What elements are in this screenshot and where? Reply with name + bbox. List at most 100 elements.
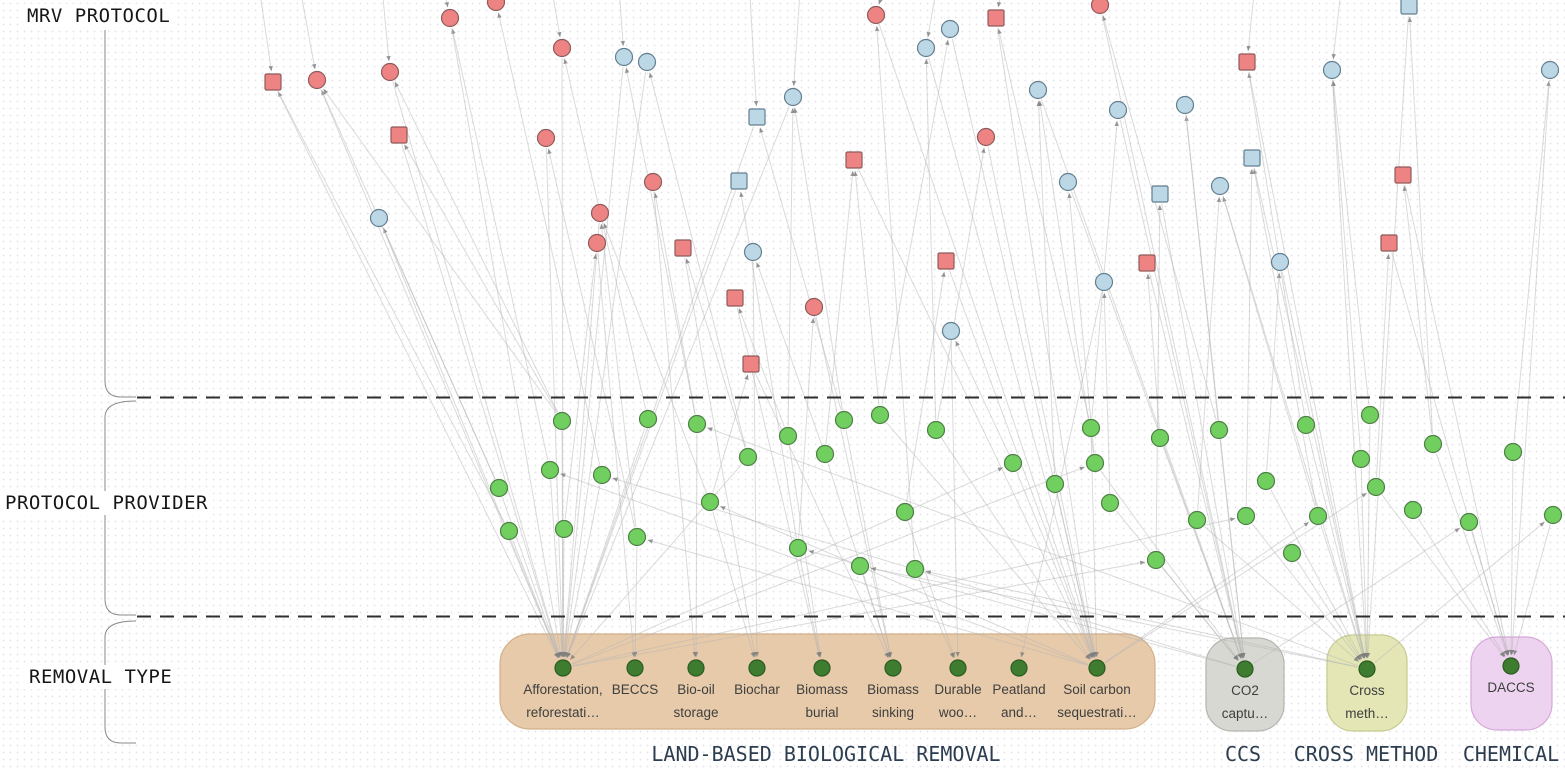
protocol-node-blue-circle[interactable] xyxy=(1322,60,1342,80)
protocol-node-blue-circle[interactable] xyxy=(916,38,936,58)
removal-node[interactable] xyxy=(1088,659,1106,677)
protocol-node-blue-circle[interactable] xyxy=(1094,272,1114,292)
protocol-node-red-circle[interactable] xyxy=(866,5,886,25)
provider-node[interactable] xyxy=(627,527,647,547)
provider-node[interactable] xyxy=(850,556,870,576)
protocol-node-red-circle[interactable] xyxy=(804,297,824,317)
protocol-node-blue-circle[interactable] xyxy=(614,47,634,67)
provider-node[interactable] xyxy=(1100,493,1120,513)
provider-node[interactable] xyxy=(489,478,509,498)
provider-node[interactable] xyxy=(905,559,925,579)
provider-node[interactable] xyxy=(1403,500,1423,520)
provider-node[interactable] xyxy=(1256,471,1276,491)
protocol-node-red-square[interactable] xyxy=(937,252,955,270)
protocol-node-blue-circle[interactable] xyxy=(369,208,389,228)
provider-node[interactable] xyxy=(552,411,572,431)
provider-node[interactable] xyxy=(1236,506,1256,526)
provider-node[interactable] xyxy=(554,519,574,539)
provider-node[interactable] xyxy=(1351,449,1371,469)
provider-node[interactable] xyxy=(1150,428,1170,448)
provider-node[interactable] xyxy=(895,502,915,522)
protocol-node-blue-circle[interactable] xyxy=(1210,176,1230,196)
provider-node[interactable] xyxy=(1085,453,1105,473)
provider-node[interactable] xyxy=(1423,434,1443,454)
protocol-node-red-circle[interactable] xyxy=(486,0,506,12)
provider-node[interactable] xyxy=(1308,506,1328,526)
provider-node[interactable] xyxy=(788,538,808,558)
protocol-node-red-square[interactable] xyxy=(1138,254,1156,272)
protocol-node-red-square[interactable] xyxy=(390,126,408,144)
removal-node[interactable] xyxy=(687,659,705,677)
provider-node[interactable] xyxy=(687,414,707,434)
provider-node[interactable] xyxy=(700,492,720,512)
removal-node[interactable] xyxy=(1358,660,1376,678)
provider-node[interactable] xyxy=(778,426,798,446)
protocol-node-blue-circle[interactable] xyxy=(1028,80,1048,100)
protocol-node-red-circle[interactable] xyxy=(643,172,663,192)
protocol-node-red-square[interactable] xyxy=(845,151,863,169)
provider-node[interactable] xyxy=(1045,474,1065,494)
protocol-node-red-square[interactable] xyxy=(726,289,744,307)
protocol-node-blue-circle[interactable] xyxy=(1058,172,1078,192)
protocol-node-blue-circle[interactable] xyxy=(783,87,803,107)
provider-node[interactable] xyxy=(1081,418,1101,438)
provider-node[interactable] xyxy=(1146,550,1166,570)
provider-node[interactable] xyxy=(834,410,854,430)
provider-node[interactable] xyxy=(1282,543,1302,563)
protocol-node-blue-square[interactable] xyxy=(1151,185,1169,203)
provider-node[interactable] xyxy=(540,460,560,480)
protocol-node-blue-square[interactable] xyxy=(1243,149,1261,167)
protocol-node-red-circle[interactable] xyxy=(976,127,996,147)
removal-node[interactable] xyxy=(554,659,572,677)
provider-node[interactable] xyxy=(1360,405,1380,425)
provider-node[interactable] xyxy=(638,409,658,429)
protocol-node-blue-square[interactable] xyxy=(748,108,766,126)
protocol-node-blue-square[interactable] xyxy=(1400,0,1418,15)
protocol-node-red-circle[interactable] xyxy=(440,8,460,28)
protocol-node-red-square[interactable] xyxy=(987,9,1005,27)
protocol-node-red-circle[interactable] xyxy=(590,203,610,223)
protocol-node-red-circle[interactable] xyxy=(307,70,327,90)
provider-node[interactable] xyxy=(738,447,758,467)
provider-node[interactable] xyxy=(1209,420,1229,440)
removal-node[interactable] xyxy=(1236,660,1254,678)
removal-node[interactable] xyxy=(626,659,644,677)
removal-node[interactable] xyxy=(949,659,967,677)
provider-node[interactable] xyxy=(1459,512,1479,532)
protocol-node-blue-circle[interactable] xyxy=(1175,95,1195,115)
provider-node[interactable] xyxy=(815,444,835,464)
protocol-node-blue-circle[interactable] xyxy=(637,52,657,72)
provider-node[interactable] xyxy=(1366,477,1386,497)
protocol-node-blue-circle[interactable] xyxy=(940,19,960,39)
provider-node[interactable] xyxy=(926,420,946,440)
removal-node[interactable] xyxy=(748,659,766,677)
provider-node[interactable] xyxy=(1296,415,1316,435)
removal-node[interactable] xyxy=(1502,657,1520,675)
protocol-node-red-circle[interactable] xyxy=(552,38,572,58)
provider-node[interactable] xyxy=(592,465,612,485)
protocol-node-blue-circle[interactable] xyxy=(1540,60,1560,80)
provider-node[interactable] xyxy=(1187,510,1207,530)
removal-node[interactable] xyxy=(1010,659,1028,677)
removal-node[interactable] xyxy=(813,659,831,677)
provider-node[interactable] xyxy=(499,521,519,541)
protocol-node-red-square[interactable] xyxy=(742,355,760,373)
protocol-node-blue-circle[interactable] xyxy=(743,242,763,262)
protocol-node-red-circle[interactable] xyxy=(536,128,556,148)
protocol-node-blue-circle[interactable] xyxy=(1270,252,1290,272)
protocol-node-blue-circle[interactable] xyxy=(1108,100,1128,120)
protocol-node-red-square[interactable] xyxy=(674,239,692,257)
provider-node[interactable] xyxy=(1503,442,1523,462)
protocol-node-red-square[interactable] xyxy=(1394,166,1412,184)
provider-node[interactable] xyxy=(1543,505,1563,525)
provider-node[interactable] xyxy=(870,405,890,425)
protocol-node-blue-circle[interactable] xyxy=(941,321,961,341)
protocol-node-red-square[interactable] xyxy=(264,73,282,91)
removal-node[interactable] xyxy=(884,659,902,677)
protocol-node-red-square[interactable] xyxy=(1380,234,1398,252)
protocol-node-red-circle[interactable] xyxy=(1090,0,1110,15)
protocol-node-red-circle[interactable] xyxy=(380,62,400,82)
protocol-node-red-circle[interactable] xyxy=(587,233,607,253)
protocol-node-red-square[interactable] xyxy=(1238,53,1256,71)
protocol-node-blue-square[interactable] xyxy=(730,172,748,190)
